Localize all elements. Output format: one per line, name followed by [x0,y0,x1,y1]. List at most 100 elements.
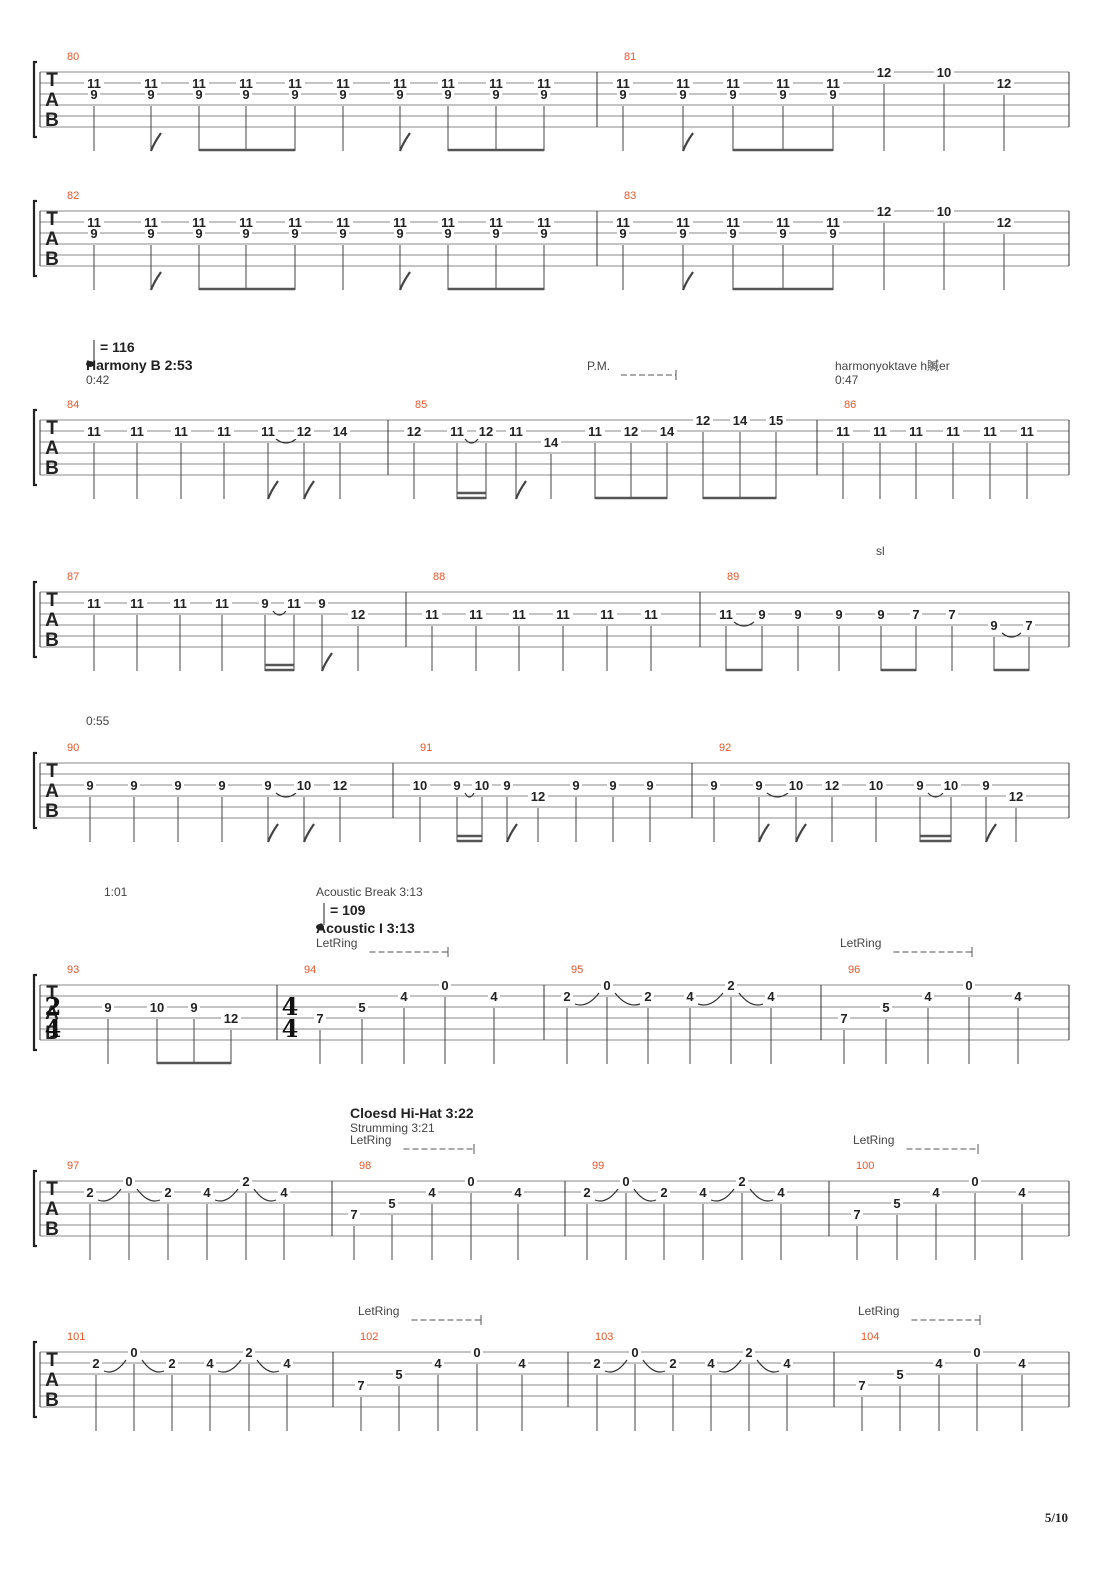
tab-clef-letter: T [46,761,58,782]
fret-number: 11 [217,424,231,439]
fret-number: 10 [150,1000,164,1015]
fret-backdrop [856,1381,868,1393]
fret-backdrop [743,1348,755,1360]
fret-number: 10 [297,778,311,793]
fret-backdrop [258,427,278,439]
fret-number: 0 [473,1345,480,1360]
fret-backdrop [356,1003,368,1015]
fret-number: 9 [779,87,786,102]
fret-backdrop [980,427,1000,439]
fret-backdrop [705,1359,717,1371]
fret-backdrop [289,90,301,102]
fret-backdrop [673,79,693,91]
fret-number: 12 [1009,789,1023,804]
tab-clef-letter: B [45,249,59,270]
fret-backdrop [393,1370,405,1382]
fret-number: 9 [916,778,923,793]
fret-backdrop [1017,427,1037,439]
fret-number: 9 [242,226,249,241]
fret-number: 7 [853,1207,860,1222]
tie-arc [1001,632,1022,638]
fret-backdrop [128,781,140,793]
fret-backdrop [708,781,720,793]
fret-number: 7 [316,1011,323,1026]
eighth-flag [398,132,411,152]
fret-number: 11 [616,215,630,230]
fret-backdrop [512,1188,524,1200]
tie-arc [103,1359,127,1373]
fret-backdrop [553,610,573,622]
eighth-flag [266,480,279,500]
fret-backdrop [906,427,926,439]
fret-number: 2 [245,1345,252,1360]
fret-number: 9 [540,87,547,102]
tie-arc [738,992,764,1006]
fret-number: 11 [87,424,101,439]
fret-number: 10 [869,778,883,793]
fret-number: 11 [676,76,690,91]
fret-number: 9 [174,778,181,793]
fret-number: 14 [544,435,559,450]
fret-number: 12 [351,607,365,622]
system-bracket [32,60,37,139]
fret-number: 9 [195,226,202,241]
fret-backdrop [166,1359,178,1371]
fret-number: 4 [434,1356,442,1371]
fret-number: 2 [563,989,570,1004]
fret-backdrop [438,79,458,91]
fret-backdrop [284,599,304,611]
fret-number: 5 [896,1367,903,1382]
fret-backdrop [538,90,550,102]
tab-clef-letter: B [45,1023,59,1044]
fret-number: 9 [679,226,686,241]
fret-number: 11 [873,424,887,439]
fret-number: 9 [291,226,298,241]
fret-backdrop [723,218,743,230]
fret-number: 9 [679,87,686,102]
fret-number: 11 [441,76,455,91]
fret-number: 11 [676,215,690,230]
fret-backdrop [943,427,963,439]
fret-number: 4 [203,1185,211,1200]
fret-backdrop [570,781,582,793]
fret-number: 11 [144,76,158,91]
fret-backdrop [667,1359,679,1371]
tab-clef-letter: A [45,229,59,250]
fret-number: 9 [503,778,510,793]
eighth-flag [398,271,411,291]
fret-number: 2 [745,1345,752,1360]
fret-backdrop [891,1199,903,1211]
fret-number: 10 [937,65,951,80]
fret-number: 11 [336,76,350,91]
fret-backdrop [629,1348,641,1360]
fret-number: 12 [877,65,891,80]
fret-number: 9 [90,226,97,241]
fret-backdrop [874,207,894,219]
fret-number: 2 [164,1185,171,1200]
section-annotation: LetRing [858,1304,899,1318]
fret-backdrop [786,781,806,793]
fret-number: 4 [1014,989,1022,1004]
fret-number: 4 [783,1356,791,1371]
system-bracket [32,1169,37,1248]
measure-number: 80 [67,51,79,63]
tie-arc [718,1359,742,1373]
fret-number: 0 [603,978,610,993]
fret-backdrop [730,416,750,428]
fret-number: 2 [738,1174,745,1189]
tie-arc [574,992,600,1006]
tie-arc [253,1188,277,1202]
fret-number: 9 [982,778,989,793]
fret-number: 11 [215,596,229,611]
fret-backdrop [486,218,506,230]
fret-backdrop [465,1177,477,1189]
measure-number: 103 [595,1331,613,1343]
system-bracket [32,580,37,659]
section-annotation: Cloesd Hi-Hat 3:22 [350,1105,474,1121]
fret-number: 9 [572,778,579,793]
fret-backdrop [697,1188,709,1200]
fret-number: 11 [192,76,206,91]
system-bracket [32,973,37,1052]
fret-number: 9 [755,778,762,793]
fret-backdrop [641,610,661,622]
